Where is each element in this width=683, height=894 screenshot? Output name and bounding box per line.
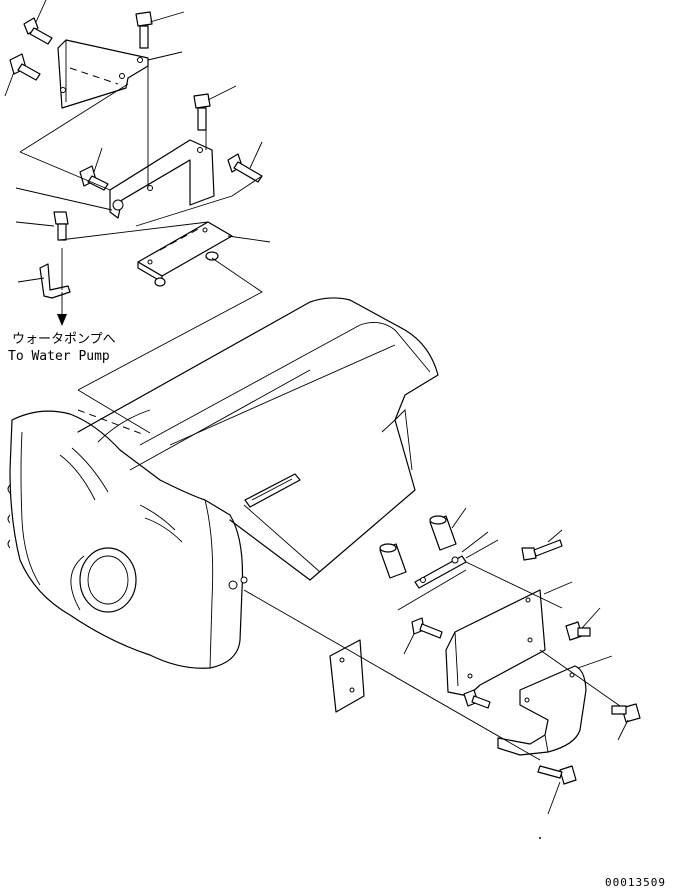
engine-block <box>7 297 439 669</box>
upper-left-bracket <box>57 39 149 109</box>
bolt-upper-left-1 <box>23 17 53 45</box>
cover-guard <box>497 665 587 756</box>
water-pump-annotation: ウォータポンプへ To Water Pump <box>8 292 116 364</box>
spacer-collar <box>154 251 219 287</box>
bolt-plate-left <box>411 617 443 639</box>
callout-leaders <box>4 0 629 815</box>
bolt-upper-mid <box>193 93 211 131</box>
assembly-guide-lines <box>19 66 621 761</box>
angle-plate <box>329 639 365 713</box>
drawing-number: 00013509 <box>605 876 666 889</box>
water-pump-label-en: To Water Pump <box>8 349 110 364</box>
sleeve-lower <box>379 543 407 579</box>
bolt-plate-bottom <box>463 689 491 709</box>
middle-bracket <box>109 139 215 219</box>
water-pump-label-jp: ウォータポンプへ <box>12 332 116 347</box>
bolt-top-center <box>135 11 153 49</box>
rear-mounting-plate <box>445 589 546 697</box>
link-rod <box>414 555 467 589</box>
bolt-right-1 <box>521 539 563 561</box>
bolt-vertical-left <box>53 211 69 241</box>
bolt-upper-right <box>227 153 263 183</box>
lower-plate-bracket <box>137 221 233 283</box>
arrow-down-icon <box>57 314 67 326</box>
bolt-guard-bottom <box>537 765 577 785</box>
bolt-mid-left <box>79 165 109 191</box>
small-clip <box>39 263 71 299</box>
bolt-right-2 <box>565 621 591 641</box>
sleeve-upper <box>429 515 457 551</box>
bolt-upper-left-2 <box>9 53 41 81</box>
bolt-guard-right <box>611 703 641 723</box>
stray-mark <box>539 837 541 839</box>
